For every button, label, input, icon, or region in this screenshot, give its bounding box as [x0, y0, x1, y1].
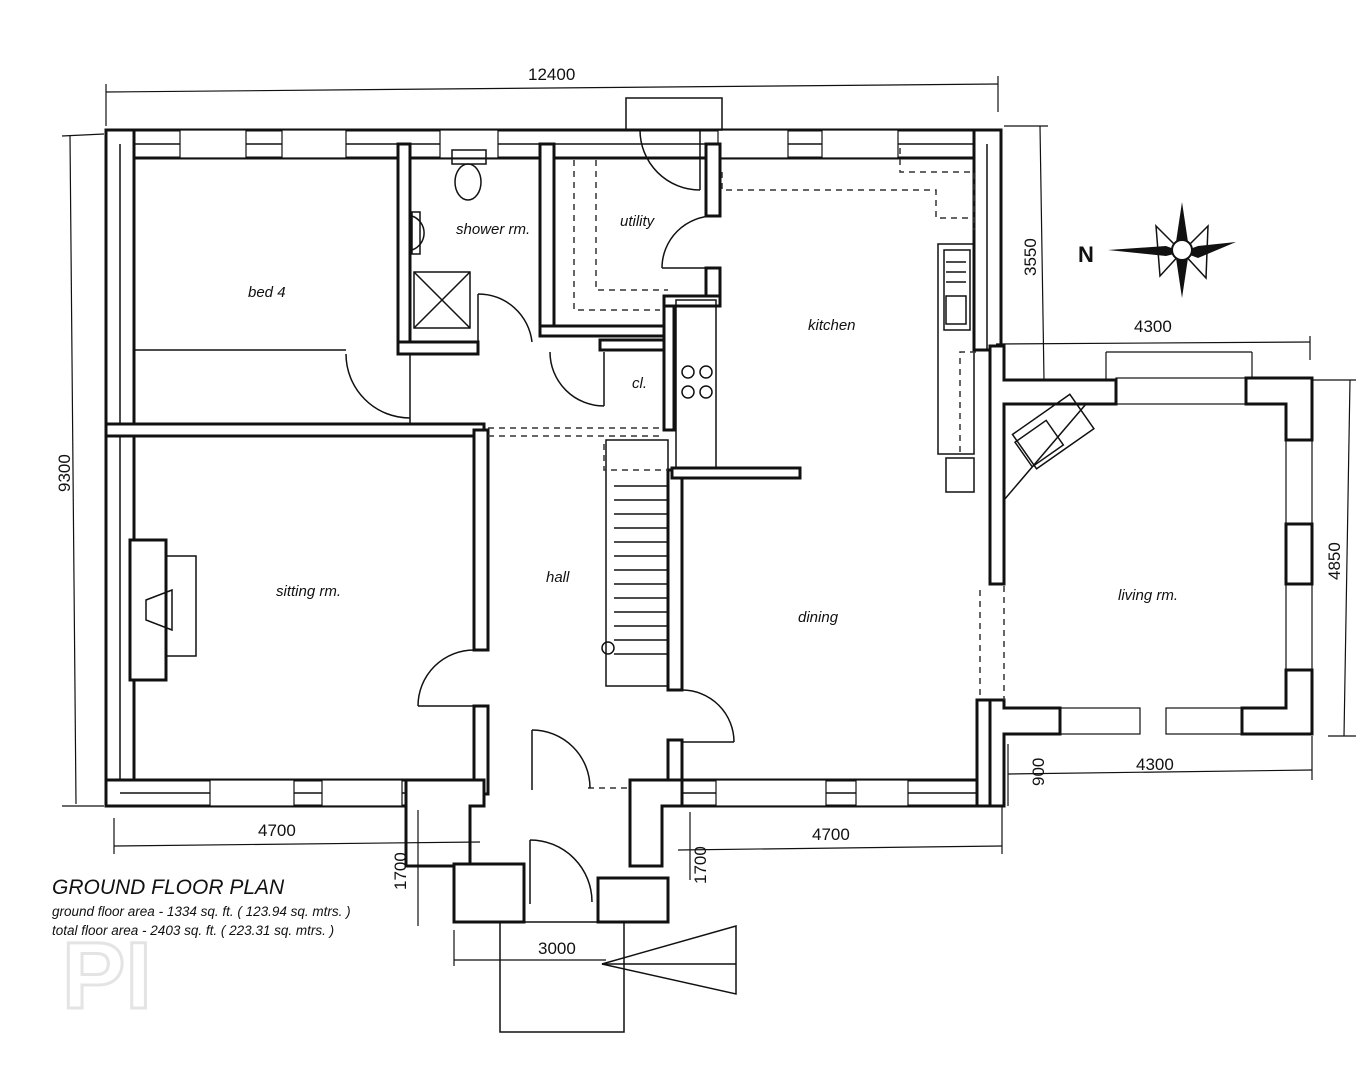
dim-living-width-bottom: 4300 — [1136, 755, 1174, 774]
total-floor-area: total floor area - 2403 sq. ft. ( 223.31… — [52, 923, 334, 938]
shower-tray-icon — [413, 271, 471, 329]
sink-icon — [945, 261, 967, 325]
fireplace-icon — [128, 538, 197, 682]
dimension-labels: 12400 9300 3550 4300 4850 4300 900 4700 … — [55, 65, 1344, 958]
stove-icon — [1003, 393, 1095, 501]
dim-kitchen-depth: 3550 — [1021, 238, 1040, 276]
dim-overall-width: 12400 — [528, 65, 575, 84]
dim-porch-right-depth: 1700 — [691, 846, 710, 884]
room-label-shower: shower rm. — [456, 221, 530, 238]
watermark-logo: PI — [62, 923, 152, 1029]
dim-porch-width: 3000 — [538, 939, 576, 958]
compass-rose-icon: N — [1078, 202, 1236, 298]
living-room-walls — [988, 344, 1314, 808]
ground-floor-area: ground floor area - 1334 sq. ft. ( 123.9… — [52, 904, 351, 919]
room-label-kitchen: kitchen — [808, 317, 856, 334]
dim-sitting-width: 4700 — [258, 821, 296, 840]
plan-title-block: GROUND FLOOR PLAN ground floor area - 13… — [52, 876, 351, 938]
dim-living-width-top: 4300 — [1134, 317, 1172, 336]
hob-icon — [681, 365, 713, 399]
dim-living-depth: 4850 — [1325, 542, 1344, 580]
dim-step-900: 900 — [1029, 758, 1048, 786]
room-label-cl: cl. — [632, 375, 647, 392]
north-label: N — [1078, 242, 1094, 267]
room-label-dining: dining — [798, 609, 839, 626]
dimension-lines — [61, 76, 1356, 966]
room-labels: bed 4 shower rm. utility kitchen cl. sit… — [248, 213, 1178, 626]
dim-dining-width: 4700 — [812, 825, 850, 844]
room-label-bed4: bed 4 — [248, 284, 286, 301]
windows — [179, 129, 1313, 807]
room-label-utility: utility — [620, 213, 656, 230]
staircase — [601, 439, 669, 687]
interior-walls — [104, 142, 975, 796]
door-swings — [345, 97, 735, 904]
room-label-hall: hall — [546, 569, 570, 586]
kitchen-fixtures — [681, 261, 967, 399]
room-label-living: living rm. — [1118, 587, 1178, 604]
dim-porch-left-depth: 1700 — [391, 852, 410, 890]
toilet-icon — [451, 149, 487, 201]
plan-title: GROUND FLOOR PLAN — [52, 876, 285, 899]
basin-icon — [411, 211, 425, 255]
porch-walls — [404, 778, 737, 1033]
shower-fixtures — [411, 149, 487, 329]
dim-overall-depth: 9300 — [55, 454, 74, 492]
room-label-sitting: sitting rm. — [276, 583, 341, 600]
dashed-outlines — [488, 148, 1005, 789]
